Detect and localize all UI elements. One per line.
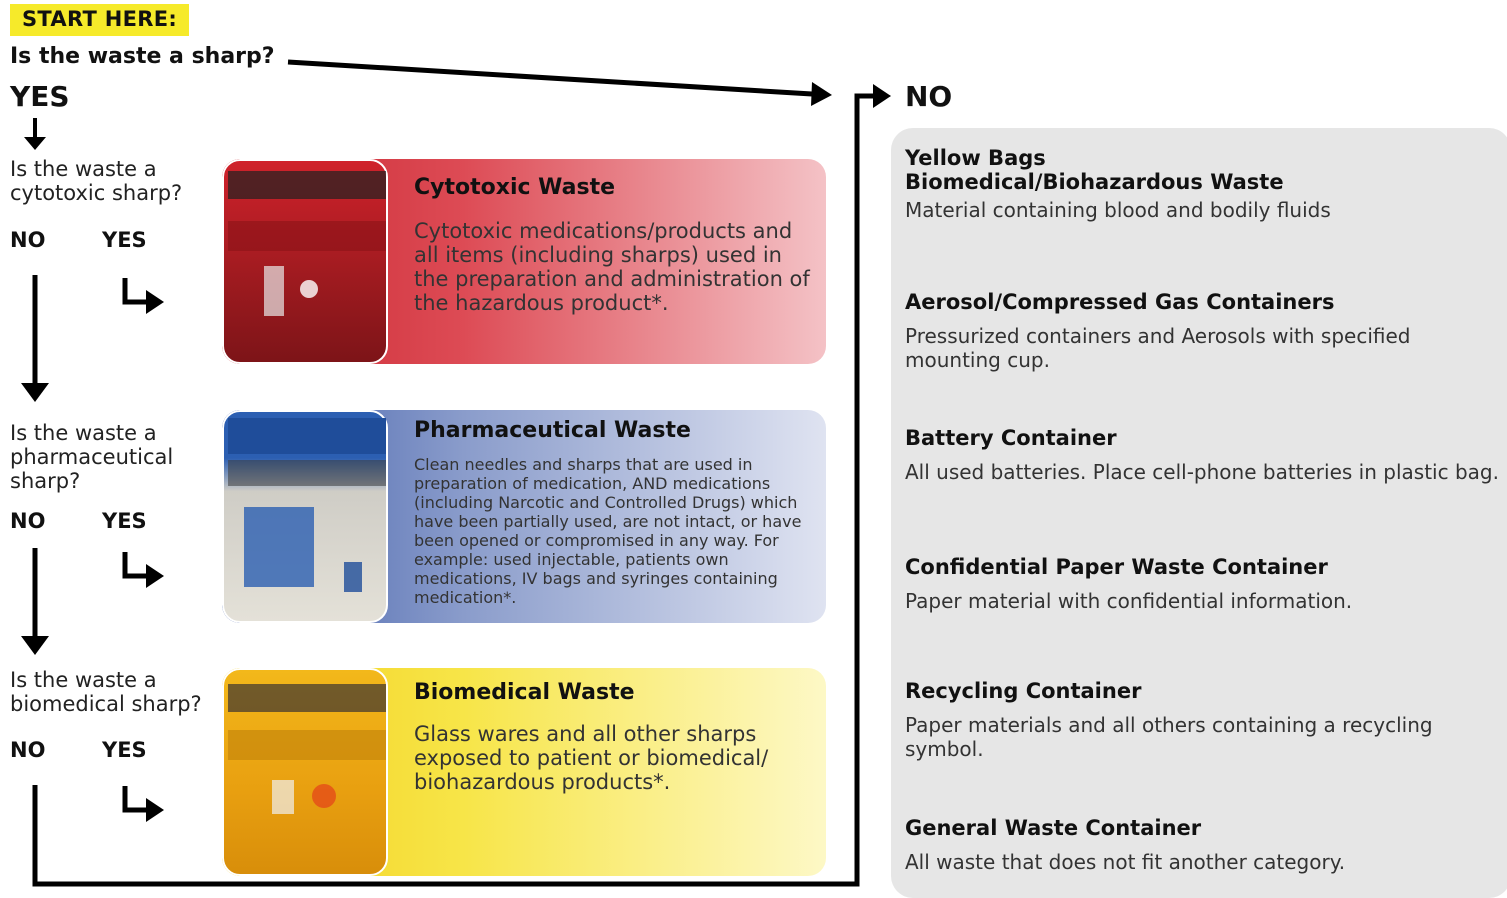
pharmaceutical-yes: YES bbox=[102, 509, 147, 533]
arrow-step1-yes bbox=[122, 278, 148, 305]
battery-title: Battery Container bbox=[905, 426, 1117, 450]
arrow-step2-yes bbox=[122, 552, 148, 579]
confidential-paper-description: Paper material with confidential informa… bbox=[905, 589, 1353, 613]
cytotoxic-description: Cytotoxic medications/products and all i… bbox=[414, 219, 810, 315]
yes-label: YES bbox=[10, 80, 70, 113]
cytotoxic-container-image bbox=[222, 159, 388, 364]
biomedical-waste-card: Biomedical Waste Glass wares and all oth… bbox=[222, 668, 826, 876]
pharmaceutical-container-image bbox=[222, 410, 388, 623]
arrowhead-sharp-no bbox=[811, 82, 832, 106]
biomedical-description: Glass wares and all other sharps exposed… bbox=[414, 722, 769, 794]
yellow-bags-subtitle: Biomedical/Biohazardous Waste bbox=[905, 170, 1284, 194]
pharmaceutical-no: NO bbox=[10, 509, 46, 533]
confidential-paper-title: Confidential Paper Waste Container bbox=[905, 555, 1328, 579]
arrow-sharp-no bbox=[287, 59, 813, 97]
no-label: NO bbox=[905, 80, 953, 113]
pharmaceutical-description: Clean needles and sharps that are used i… bbox=[414, 455, 802, 607]
arrow-step3-no-loop bbox=[32, 93, 875, 887]
start-here-badge: START HERE: bbox=[10, 4, 190, 36]
recycling-description: Paper materials and all others containin… bbox=[905, 713, 1433, 761]
yellow-bags-title: Yellow Bags bbox=[905, 146, 1046, 170]
arrow-step3-yes bbox=[122, 786, 148, 813]
pharmaceutical-question: Is the waste a pharmaceutical sharp? bbox=[10, 421, 174, 493]
biomedical-question: Is the waste a biomedical sharp? bbox=[10, 668, 202, 716]
recycling-title: Recycling Container bbox=[905, 679, 1142, 703]
cytotoxic-yes: YES bbox=[102, 228, 147, 252]
cytotoxic-question: Is the waste a cytotoxic sharp? bbox=[10, 157, 183, 205]
cytotoxic-no: NO bbox=[10, 228, 46, 252]
aerosol-description: Pressurized containers and Aerosols with… bbox=[905, 324, 1411, 372]
non-sharps-panel bbox=[891, 128, 1507, 898]
general-waste-title: General Waste Container bbox=[905, 816, 1202, 840]
battery-description: All used batteries. Place cell-phone bat… bbox=[905, 460, 1499, 484]
cytotoxic-waste-card: Cytotoxic Waste Cytotoxic medications/pr… bbox=[222, 159, 826, 364]
yellow-bags-description: Material containing blood and bodily flu… bbox=[905, 198, 1331, 222]
biomedical-title: Biomedical Waste bbox=[414, 680, 635, 705]
aerosol-title: Aerosol/Compressed Gas Containers bbox=[905, 290, 1335, 314]
sharp-question: Is the waste a sharp? bbox=[10, 44, 275, 69]
cytotoxic-title: Cytotoxic Waste bbox=[414, 175, 616, 200]
pharmaceutical-title: Pharmaceutical Waste bbox=[414, 418, 691, 443]
arrowhead-no-entry bbox=[873, 84, 891, 108]
biomedical-yes: YES bbox=[102, 738, 147, 762]
biomedical-container-image bbox=[222, 668, 388, 876]
pharmaceutical-waste-card: Pharmaceutical Waste Clean needles and s… bbox=[222, 410, 826, 623]
biomedical-no: NO bbox=[10, 738, 46, 762]
general-waste-description: All waste that does not fit another cate… bbox=[905, 850, 1346, 874]
